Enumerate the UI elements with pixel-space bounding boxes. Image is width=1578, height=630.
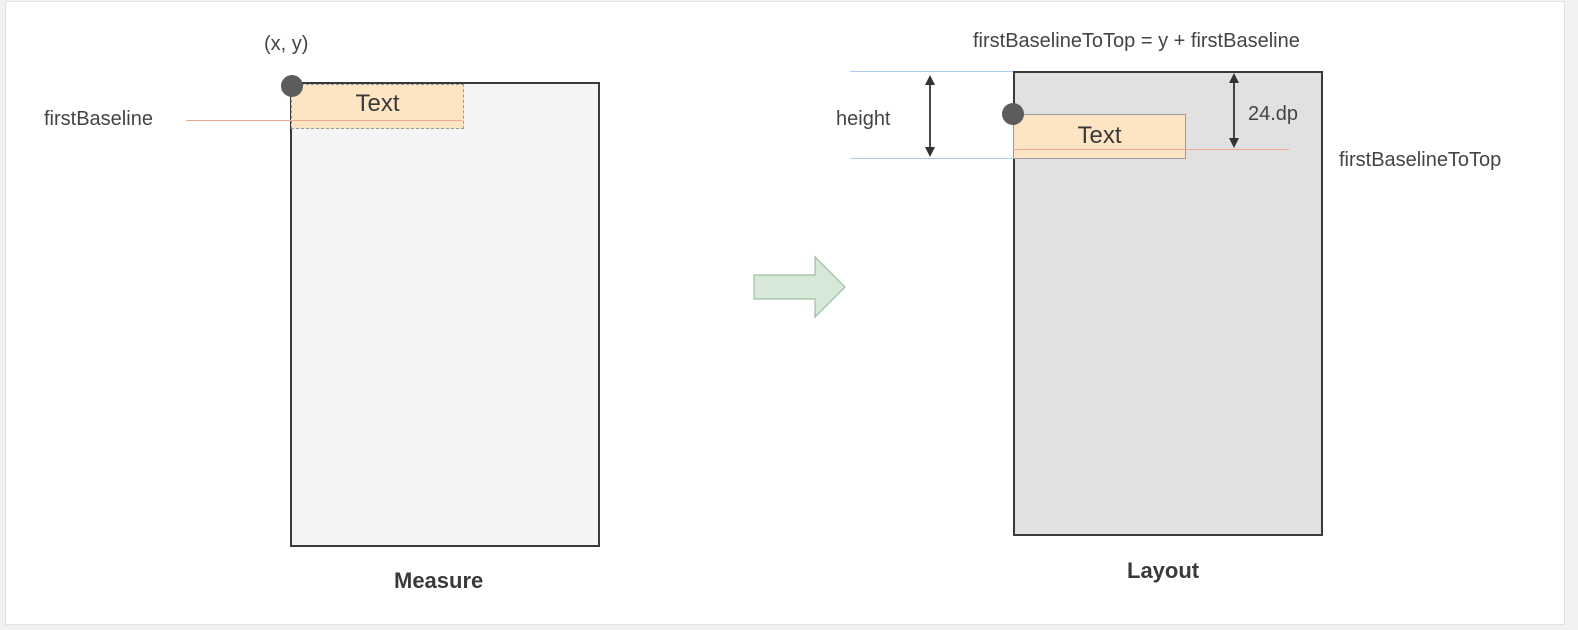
formula-label: firstBaselineToTop = y + firstBaseline (973, 30, 1300, 52)
first-baseline-to-top-label: firstBaselineToTop (1339, 149, 1502, 171)
layout-text-box: Text (1013, 114, 1186, 159)
position-dot (1002, 103, 1024, 125)
first-baseline-line (186, 120, 462, 121)
coordinate-label: (x, y) (264, 33, 309, 55)
first-baseline-label: firstBaseline (44, 108, 153, 130)
measure-container (290, 82, 600, 547)
height-label: height (836, 108, 891, 130)
bottom-guide-line (850, 158, 1013, 159)
measure-caption: Measure (394, 568, 484, 593)
measure-text-label: Text (355, 89, 400, 117)
first-baseline-to-top-line (1013, 149, 1289, 150)
measure-text-box: Text (291, 84, 464, 129)
top-guide-line (850, 71, 1013, 72)
dp-label: 24.dp (1248, 103, 1299, 125)
origin-dot (281, 75, 303, 97)
layout-caption: Layout (1127, 558, 1200, 583)
layout-text-label: Text (1077, 121, 1122, 149)
